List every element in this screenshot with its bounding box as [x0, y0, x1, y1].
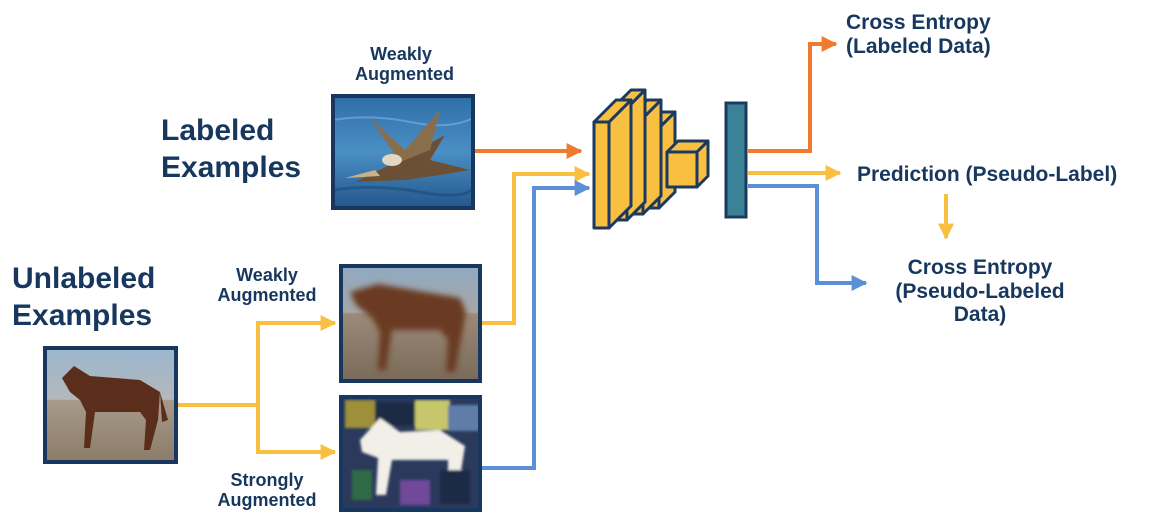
labeled-examples-line1: Labeled [161, 114, 275, 147]
unlabeled-strong-aug-line2: Augmented [217, 490, 317, 511]
pelican-image [331, 94, 475, 210]
labeled-examples-line2: Examples [161, 150, 302, 184]
unlabeled-examples-line1: Unlabeled [12, 262, 156, 295]
prediction-label: Prediction (Pseudo-Label) [857, 163, 1117, 187]
labeled-weak-aug-line1: Weakly [370, 44, 432, 64]
weak-horse-image [339, 264, 482, 383]
unlabeled-examples-line2: Examples [12, 298, 153, 332]
ce-labeled-line2: (Labeled Data) [846, 34, 991, 58]
horse-image [43, 346, 178, 464]
labeled-examples-label: Labeled Examples [161, 113, 301, 186]
ce-labeled-label: Cross Entropy (Labeled Data) [846, 11, 991, 58]
ce-labeled-line1: Cross Entropy [846, 11, 991, 34]
ce-pseudo-line3: Data) [953, 303, 1007, 327]
unlabeled-examples-label: Unlabeled Examples [12, 261, 155, 334]
unlabeled-weak-aug-line1: Weakly [236, 265, 298, 285]
unlabeled-strong-aug-label: Strongly Augmented [205, 470, 329, 510]
labeled-weak-aug-label: Weakly Augmented [355, 44, 454, 85]
strong-horse-image [339, 395, 482, 512]
labeled-weak-aug-line2: Augmented [355, 64, 454, 85]
ce-pseudo-line2: (Pseudo-Labeled [895, 279, 1065, 303]
output-arrows [748, 36, 954, 291]
ce-pseudo-label: Cross Entropy (Pseudo-Labeled Data) [880, 256, 1080, 327]
unlabeled-strong-aug-line1: Strongly [230, 470, 304, 490]
unlabeled-weak-aug-line2: Augmented [217, 285, 317, 306]
weak-path-arrows [175, 166, 591, 460]
strong-path-arrow [481, 180, 591, 470]
cnn-stack-icon [592, 88, 710, 230]
unlabeled-weak-aug-label: Weakly Augmented [205, 265, 329, 305]
output-vector-icon [724, 101, 748, 219]
prediction-text: Prediction (Pseudo-Label) [857, 163, 1118, 186]
ce-pseudo-line1: Cross Entropy [907, 256, 1053, 279]
